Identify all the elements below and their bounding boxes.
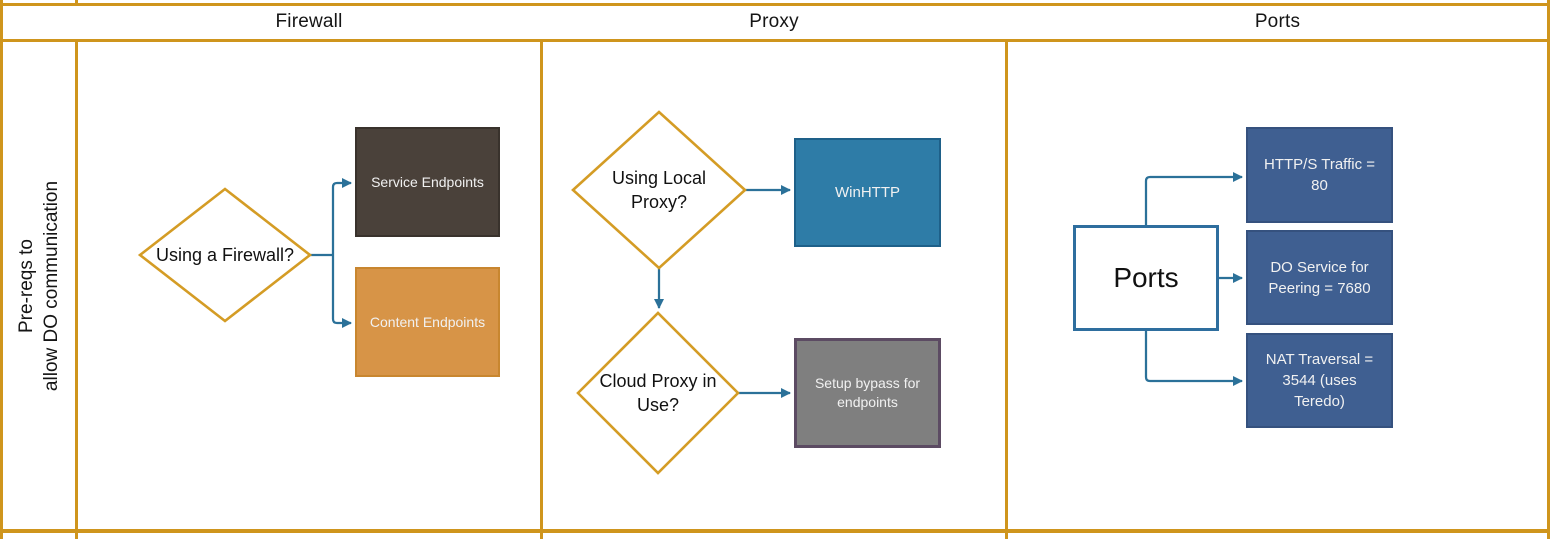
lane-divider-proxy-ports (1005, 42, 1008, 539)
connector-firewall-to-service-arrow (331, 178, 352, 255)
service-endpoints-box: Service Endpoints (355, 127, 500, 237)
decision-label-local-proxy: Using Local Proxy? (611, 168, 707, 212)
row-label: Pre-reqs to allow DO communication (16, 180, 62, 391)
connector-firewall-to-content-arrow (331, 255, 352, 328)
winhttp-box: WinHTTP (794, 138, 941, 247)
sidebar-divider (75, 42, 78, 539)
frame-top-line (0, 3, 1550, 6)
port-http-box: HTTP/S Traffic = 80 (1246, 127, 1393, 223)
lane-header-proxy: Proxy (749, 11, 799, 32)
decision-label-cloud-proxy: Cloud Proxy in Use? (599, 371, 717, 415)
lane-header-ports: Ports (1254, 11, 1301, 32)
setup-bypass-box: Setup bypass for endpoints (794, 338, 941, 448)
lane-divider-firewall-proxy (540, 42, 543, 539)
decision-label-firewall: Using a Firewall? (155, 245, 295, 265)
connector-ports-to-nat-arrow (1144, 331, 1243, 386)
port-nat-box: NAT Traversal = 3544 (uses Teredo) (1246, 333, 1393, 428)
lane-header-firewall: Firewall (275, 11, 343, 32)
frame-right-border (1547, 0, 1550, 539)
header-underline (0, 39, 1550, 42)
sidebar-divider-top-stub (75, 0, 78, 3)
row-label-cell: Pre-reqs to allow DO communication (3, 42, 75, 529)
connector-ports-to-http-arrow (1144, 172, 1243, 225)
frame-left-border (0, 0, 3, 539)
row-divider-line (0, 529, 1550, 533)
port-peering-box: DO Service for Peering = 7680 (1246, 230, 1393, 325)
ports-source-box: Ports (1073, 225, 1219, 331)
content-endpoints-box: Content Endpoints (355, 267, 500, 377)
